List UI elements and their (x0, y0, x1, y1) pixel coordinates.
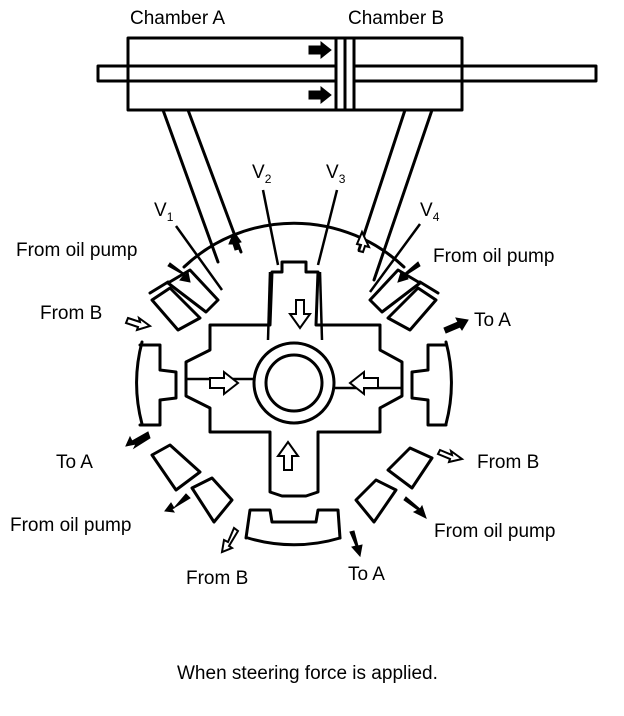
valve-body (135, 221, 453, 547)
label-from-b-bottom: From B (186, 568, 248, 589)
ring-seg-tl (148, 280, 170, 295)
rotor (184, 260, 404, 498)
label-from-oil-pump-br: From oil pump (434, 521, 555, 542)
label-chamber-b: Chamber B (348, 8, 444, 29)
channel-v3 (318, 271, 324, 341)
port-block-bottom (244, 508, 342, 540)
arrow-from-oil-pump-br (403, 496, 427, 519)
ring-arc-right (444, 340, 453, 426)
label-to-a-bottom: To A (348, 564, 385, 585)
pointer-v1 (174, 225, 224, 291)
flow-arrow-line-b (355, 229, 371, 254)
arrow-from-oil-pump-tl (167, 262, 191, 283)
line-a-outer (161, 108, 220, 264)
port-block-r2 (386, 446, 434, 490)
port-block-right (410, 343, 448, 427)
arrow-from-b-bottom (220, 526, 240, 554)
channel-v2 (266, 271, 272, 341)
arrow-to-a-right (443, 317, 469, 334)
arrow-from-b-left (124, 315, 153, 332)
label-v1: V1 (154, 200, 174, 224)
label-v3: V3 (326, 162, 346, 186)
ring-arc-bottom (246, 536, 342, 547)
arrow-to-a-left (125, 431, 151, 450)
pointer-v3 (316, 189, 339, 266)
ring-arc-top (182, 221, 406, 269)
port-block-l2 (150, 443, 202, 492)
label-from-oil-pump-tl: From oil pump (16, 240, 137, 261)
flow-arrows (124, 189, 469, 558)
flow-arrow-left (348, 369, 379, 397)
flow-arrow-right (209, 369, 240, 397)
flow-arrow-up (276, 440, 300, 471)
arrow-to-a-bottom (349, 530, 363, 558)
line-b-outer (357, 108, 407, 252)
label-from-oil-pump-bl: From oil pump (10, 515, 131, 536)
label-to-a-right: To A (474, 310, 511, 331)
arrow-from-oil-pump-bl (164, 493, 191, 513)
port-block-left (138, 343, 178, 427)
chamber-arrow-lower (308, 85, 332, 105)
pointer-v2 (261, 189, 280, 266)
figure-caption: When steering force is applied. (177, 663, 438, 684)
power-cylinder (96, 36, 598, 112)
port-block-l1 (150, 286, 202, 332)
label-from-b-left: From B (40, 303, 102, 324)
line-b-inner (372, 108, 434, 282)
flow-arrow-down (288, 299, 312, 330)
label-chamber-a: Chamber A (130, 8, 225, 29)
hub-inner (264, 353, 324, 413)
ring-arc-left (135, 340, 144, 426)
port-block-tr (368, 268, 422, 314)
port-block-r1 (386, 286, 438, 332)
chamber-arrow-upper (308, 40, 332, 60)
label-to-a-left: To A (56, 452, 93, 473)
arrow-from-b-right (436, 448, 465, 464)
ring-seg-tr (418, 280, 440, 295)
feed-lines (161, 108, 434, 282)
cylinder-body (126, 36, 464, 112)
line-a-inner (186, 108, 243, 254)
labels: Chamber A Chamber B V1 V2 V3 V4 From oil… (10, 8, 555, 684)
flow-arrow-line-a (228, 230, 242, 251)
port-block-tl (166, 268, 220, 314)
hub-outer (252, 341, 336, 425)
label-v2: V2 (252, 162, 272, 186)
arrow-from-oil-pump-tr (397, 261, 421, 283)
port-block-br (354, 478, 398, 524)
label-v4: V4 (420, 200, 440, 224)
pointer-v4 (368, 223, 422, 293)
label-from-b-right: From B (477, 452, 539, 473)
port-block-bl (190, 476, 234, 524)
label-from-oil-pump-tr: From oil pump (433, 246, 554, 267)
